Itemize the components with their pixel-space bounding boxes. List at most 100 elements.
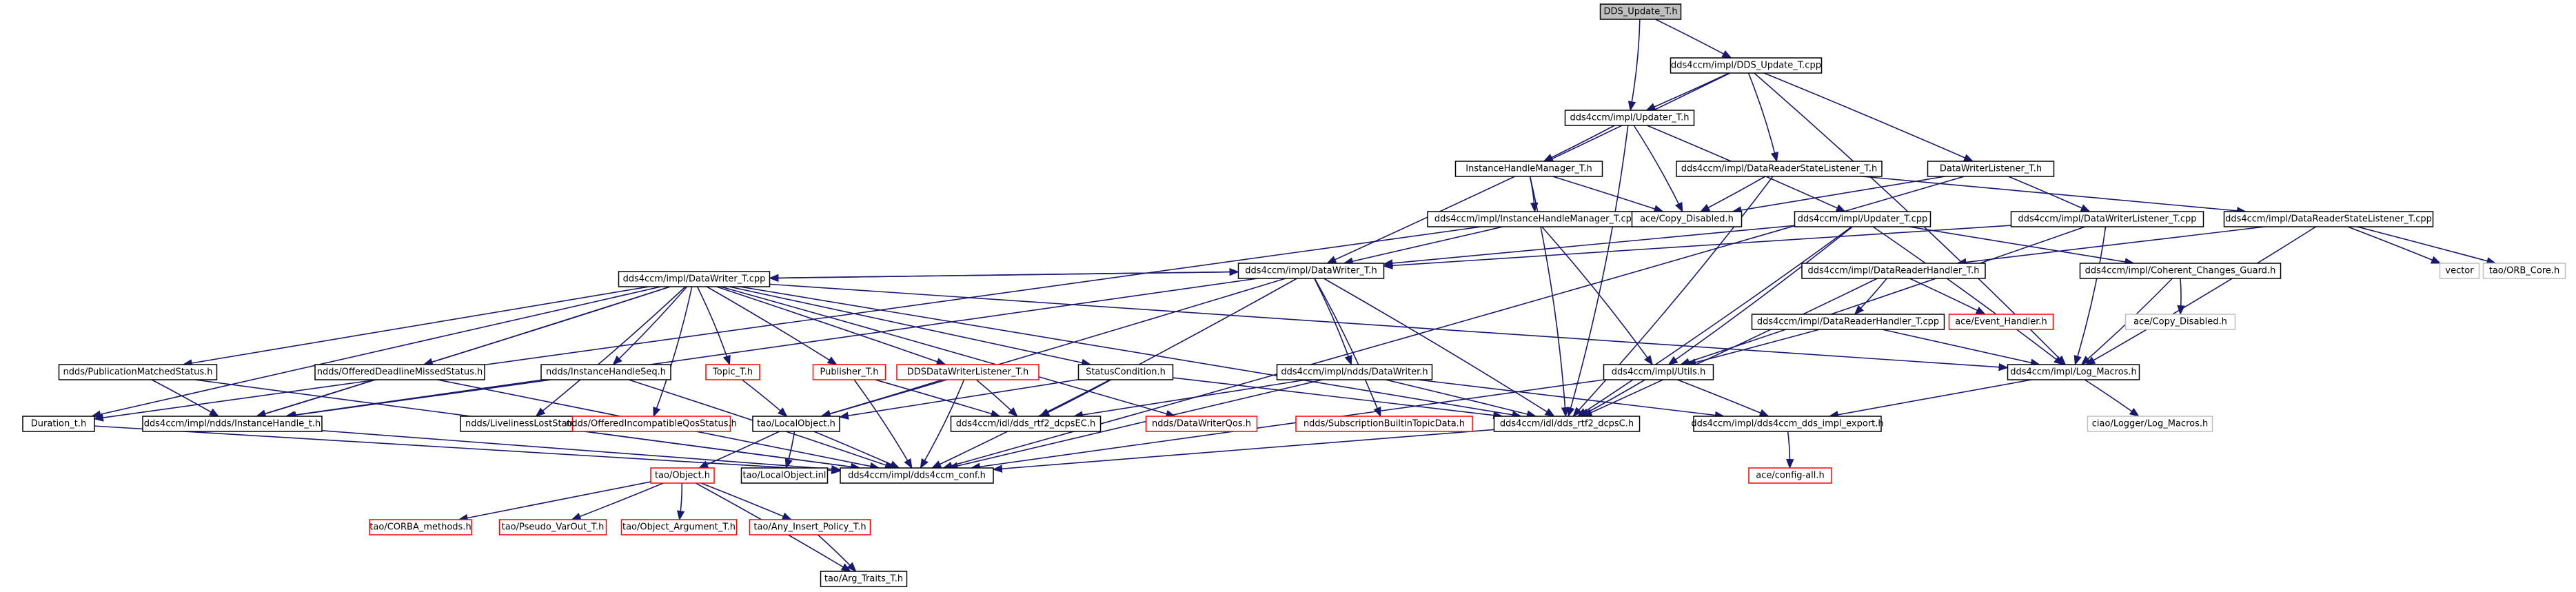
node-lobj[interactable]: tao/LocalObject.h xyxy=(752,416,840,432)
node-label: ace/config-all.h xyxy=(1756,471,1825,481)
edge-dwl_cpp-to-utils xyxy=(1679,226,2086,366)
node-argt[interactable]: tao/Arg_Traits_T.h xyxy=(820,571,908,587)
node-dcpsec[interactable]: dds4ccm/idl/dds_rtf2_dcpsEC.h xyxy=(950,416,1102,432)
node-pub[interactable]: Publisher_T.h xyxy=(812,364,886,380)
node-ihm_cpp[interactable]: dds4ccm/impl/InstanceHandleManager_T.cpp xyxy=(1427,211,1645,227)
node-dwq[interactable]: ndds/DataWriterQos.h xyxy=(1145,416,1258,432)
edge-dwl_h-to-dwl_cpp xyxy=(2008,176,2091,212)
node-drsl_cpp[interactable]: dds4ccm/impl/DataReaderStateListener_T.c… xyxy=(2223,211,2434,227)
node-topic[interactable]: Topic_T.h xyxy=(705,364,760,380)
edge-dur-to-conf xyxy=(94,425,842,475)
node-box xyxy=(705,364,760,380)
node-updater_cpp[interactable]: dds4ccm/impl/Updater_T.cpp xyxy=(1794,211,1931,227)
node-ciao_log[interactable]: ciao/Logger/Log_Macros.h xyxy=(2087,416,2213,432)
node-label: tao/Any_Insert_Policy_T.h xyxy=(753,522,866,533)
edge-layer xyxy=(90,19,2497,573)
node-dw_h[interactable]: dds4ccm/impl/DataWriter_T.h xyxy=(1237,263,1385,279)
node-lobj_inl[interactable]: tao/LocalObject.inl xyxy=(740,467,829,484)
node-ndw[interactable]: dds4ccm/impl/ndds/DataWriter.h xyxy=(1276,364,1433,380)
node-copy_dis[interactable]: ace/Copy_Disabled.h xyxy=(1631,211,1743,227)
node-oiqs[interactable]: ndds/OfferedIncompatibleQosStatus.h xyxy=(566,416,737,432)
node-box xyxy=(2482,263,2566,279)
node-label: dds4ccm/impl/DataReaderStateListener_T.h xyxy=(1681,164,1877,174)
node-label: tao/Arg_Traits_T.h xyxy=(824,574,903,584)
node-label: ndds/OfferedDeadlineMissedStatus.h xyxy=(317,367,483,378)
edge-ihm_h-to-dcpsc xyxy=(1529,176,1570,418)
node-root: DDS_Update_T.h xyxy=(1599,3,1682,20)
node-box xyxy=(571,416,731,432)
node-updater_h[interactable]: dds4ccm/impl/Updater_T.h xyxy=(1564,110,1695,126)
node-ccg_h[interactable]: dds4ccm/impl/Coherent_Changes_Guard.h xyxy=(2079,263,2282,279)
node-pvo[interactable]: tao/Pseudo_VarOut_T.h xyxy=(498,519,607,535)
node-label: ndds/DataWriterQos.h xyxy=(1152,419,1251,429)
node-box xyxy=(1603,364,1714,380)
node-oarg[interactable]: tao/Object_Argument_T.h xyxy=(620,519,738,535)
edge-ihm_cpp-to-dw_h xyxy=(1343,226,1503,265)
node-drsl_h[interactable]: dds4ccm/impl/DataReaderStateListener_T.h xyxy=(1676,161,1883,177)
edge-dw_cpp-to-pms xyxy=(182,286,649,367)
node-label: StatusCondition.h xyxy=(1086,367,1166,378)
node-box xyxy=(812,364,886,380)
node-lls[interactable]: ndds/LivelinessLostStatus.h xyxy=(460,416,595,432)
node-dur[interactable]: Duration_t.h xyxy=(22,416,95,432)
edge-dw_cpp-to-oiqs xyxy=(653,286,693,418)
node-dwl_cpp[interactable]: dds4ccm/impl/DataWriterListener_T.cpp xyxy=(2010,211,2204,227)
node-sbtd[interactable]: ndds/SubscriptionBuiltinTopicData.h xyxy=(1295,416,1473,432)
edge-ihandle-to-conf xyxy=(321,430,842,473)
edge-drsl_cpp-to-orb_core xyxy=(2357,226,2497,265)
node-logm[interactable]: dds4ccm/impl/Log_Macros.h xyxy=(2007,364,2140,380)
edge-updater_cpp-to-dw_h xyxy=(1383,225,1795,267)
node-conf[interactable]: dds4ccm/impl/dds4ccm_conf.h xyxy=(840,467,994,484)
node-obj[interactable]: tao/Object.h xyxy=(650,467,715,484)
edge-pms-to-ihandle xyxy=(151,379,220,417)
node-label: dds4ccm/impl/Updater_T.h xyxy=(1570,113,1689,123)
edge-dcpsc-to-conf xyxy=(992,429,1494,473)
node-cfg_all[interactable]: ace/config-all.h xyxy=(1748,467,1832,484)
node-ddwl[interactable]: DDSDataWriterListener_T.h xyxy=(896,364,1039,380)
node-sc[interactable]: StatusCondition.h xyxy=(1077,364,1174,380)
node-odms[interactable]: ndds/OfferedDeadlineMissedStatus.h xyxy=(314,364,485,380)
node-aip[interactable]: tao/Any_Insert_Policy_T.h xyxy=(749,519,871,535)
node-dwl_h[interactable]: DataWriterListener_T.h xyxy=(1927,161,2055,177)
node-copy_dis2[interactable]: ace/Copy_Disabled.h xyxy=(2124,314,2236,330)
node-export[interactable]: dds4ccm/impl/dds4ccm_dds_impl_export.h xyxy=(1691,416,1884,432)
edge-ndw-to-dcpsc xyxy=(1385,379,1537,418)
node-drh_h[interactable]: dds4ccm/impl/DataReaderHandler_T.h xyxy=(1801,263,1986,279)
node-box xyxy=(2010,211,2204,227)
node-pms[interactable]: ndds/PublicationMatchedStatus.h xyxy=(58,364,218,380)
node-label: dds4ccm/idl/dds_rtf2_dcpsC.h xyxy=(1500,419,1634,429)
node-utils[interactable]: dds4ccm/impl/Utils.h xyxy=(1603,364,1714,380)
edge-dw_h-to-ihandle xyxy=(285,278,1258,419)
node-box xyxy=(540,364,671,380)
node-orb_core[interactable]: tao/ORB_Core.h xyxy=(2482,263,2566,279)
node-evh[interactable]: ace/Event_Handler.h xyxy=(1948,314,2054,330)
edge-ihs-to-ihandle xyxy=(286,379,551,419)
node-vector[interactable]: vector xyxy=(2439,263,2480,279)
node-upd_cpp[interactable]: dds4ccm/impl/DDS_Update_T.cpp xyxy=(1670,57,1823,74)
edge-dw_cpp-to-ihandle xyxy=(255,286,671,418)
edge-ndw-to-export xyxy=(1418,379,1725,420)
edge-lobj-to-obj xyxy=(698,431,780,469)
edge-utils-to-export xyxy=(1677,379,1769,417)
node-box xyxy=(1276,364,1433,380)
node-box xyxy=(1927,161,2055,177)
node-ihandle[interactable]: dds4ccm/impl/ndds/InstanceHandle_t.h xyxy=(142,416,323,432)
node-ihm_h[interactable]: InstanceHandleManager_T.h xyxy=(1454,161,1603,177)
node-drh_cpp[interactable]: dds4ccm/impl/DataReaderHandler_T.cpp xyxy=(1751,314,1945,330)
edge-dw_cpp-to-dur xyxy=(90,286,661,418)
edge-dw_cpp-to-dwq xyxy=(720,286,1176,418)
node-ihs[interactable]: ndds/InstanceHandleSeq.h xyxy=(540,364,671,380)
edge-updater_cpp-to-dcpsc xyxy=(1576,226,1852,417)
edge-ddwl-to-conf xyxy=(920,379,965,469)
edge-updater_h-to-copy_dis xyxy=(1633,125,1683,213)
node-box xyxy=(2079,263,2282,279)
edge-obj-to-pvo xyxy=(571,482,664,520)
node-dw_cpp[interactable]: dds4ccm/impl/DataWriter_T.cpp xyxy=(618,271,771,287)
node-label: dds4ccm/impl/ndds/DataWriter.h xyxy=(1281,367,1428,378)
edge-updater_h-to-ihm_h xyxy=(1543,125,1615,162)
node-dcpsc[interactable]: dds4ccm/idl/dds_rtf2_dcpsC.h xyxy=(1493,416,1641,432)
edge-drsl_cpp-to-vector xyxy=(2347,226,2442,264)
node-corba_m[interactable]: tao/CORBA_methods.h xyxy=(369,519,472,535)
node-label: dds4ccm/impl/DataWriter_T.h xyxy=(1245,266,1377,276)
